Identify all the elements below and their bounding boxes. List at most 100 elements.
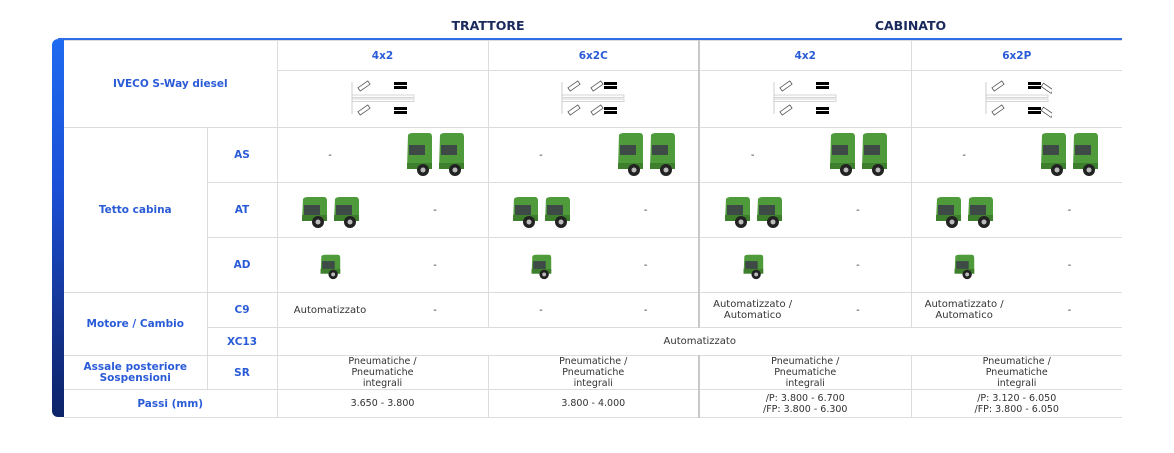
wheelbase-line: /FP: 3.800 - 6.050 — [974, 403, 1059, 415]
wheelbase-line: 3.650 - 3.800 — [350, 398, 415, 409]
spec-cell: - — [487, 237, 700, 293]
wheelbase-value: 3.800 - 4.000 — [487, 389, 700, 418]
axle-4x2-icon — [773, 79, 837, 116]
spec-cell: -- — [487, 292, 700, 328]
suspension-value: Pneumatiche / Pneumatiche integrali — [487, 355, 700, 390]
axle-code: SR — [206, 355, 278, 390]
suspension-value: Pneumatiche / Pneumatiche integrali — [698, 355, 912, 390]
axle-4x2-icon — [351, 79, 414, 116]
spec-cell: - — [487, 127, 700, 183]
config-header: 4x2 — [698, 40, 912, 71]
cab-images — [912, 191, 1017, 229]
wheelbase-value: /P: 3.120 - 6.050/FP: 3.800 - 6.050 — [910, 389, 1122, 418]
suspension-value: Pneumatiche / Pneumatiche integrali — [910, 355, 1122, 390]
cell-value: Automatizzato / Automatico — [713, 299, 793, 321]
truck-cab-icon — [439, 133, 464, 176]
spec-cell: - — [698, 182, 912, 238]
cell-value: - — [539, 304, 543, 316]
cab-images — [700, 246, 805, 284]
roof-row-ad: AD - - - - — [64, 237, 1122, 293]
spec-cell: - — [276, 182, 489, 238]
cell-value: - — [433, 259, 437, 271]
cab-images — [278, 191, 383, 229]
cell-value: - — [856, 259, 860, 271]
cab-images — [912, 246, 1017, 284]
group-cabinato: CABINATO — [874, 18, 947, 33]
cell-value: - — [750, 149, 755, 161]
cell-value: - — [643, 259, 648, 271]
cell-value: - — [328, 149, 332, 161]
model-name: IVECO S-Way diesel — [64, 40, 278, 128]
cell-value: - — [856, 204, 860, 216]
truck-cab-icon — [829, 133, 855, 176]
axle-diagram-cell — [276, 70, 489, 128]
cell-value: - — [962, 149, 966, 161]
truck-cab-icon — [1073, 133, 1099, 176]
truck-cab-icon — [954, 254, 975, 280]
engine-label: Motore / Cambio — [64, 292, 208, 356]
truck-cab-icon — [531, 254, 552, 280]
axle-diagram-cell — [910, 70, 1122, 128]
cab-images — [278, 246, 383, 284]
wheelbase-value: /P: 3.800 - 6.700/FP: 3.800 - 6.300 — [698, 389, 912, 418]
truck-cab-icon — [407, 133, 432, 176]
spec-cell: - — [910, 237, 1122, 293]
roof-code: AS — [206, 127, 278, 183]
top-divider — [58, 38, 1122, 40]
spec-table: IVECO S-Way diesel 4x2 6x2C 4x2 6x2P Tet… — [64, 40, 1122, 418]
truck-cab-icon — [617, 133, 643, 176]
spec-cell: - — [487, 182, 700, 238]
wheelbase-line: /P: 3.800 - 6.700 — [765, 392, 845, 404]
wheelbase-line: 3.800 - 4.000 — [561, 398, 626, 409]
wheelbase-row: Passi (mm) 3.650 - 3.800 3.800 - 4.000/P: … — [64, 389, 1122, 418]
roof-label: Tetto cabina — [64, 127, 208, 293]
truck-cab-icon — [544, 197, 570, 228]
cab-images — [805, 133, 910, 177]
truck-cab-icon — [1041, 133, 1067, 176]
cell-value: - — [643, 204, 648, 216]
group-trattore: TRATTORE — [451, 18, 525, 33]
wheelbase-value: 3.650 - 3.800 — [276, 389, 489, 418]
engine-code: XC13 — [206, 327, 278, 356]
cell-value: - — [433, 304, 437, 316]
truck-cab-icon — [968, 197, 994, 228]
truck-cab-icon — [649, 133, 675, 176]
cab-images — [489, 191, 594, 229]
truck-cab-icon — [512, 197, 538, 228]
cell-value: Automatizzato / Automatico — [924, 299, 1004, 321]
cell-value: - — [433, 204, 437, 216]
left-accent-bar — [52, 39, 64, 417]
truck-cab-icon — [936, 197, 962, 228]
config-header: 6x2P — [910, 40, 1122, 71]
spec-cell: Automatizzato - — [276, 292, 489, 328]
cell-value: Automatizzato — [293, 304, 367, 316]
truck-cab-icon — [743, 254, 763, 280]
cab-images — [700, 191, 805, 229]
wheelbase-line: /FP: 3.800 - 6.300 — [763, 403, 848, 415]
truck-cab-icon — [302, 197, 327, 228]
wheelbase-label: Passi (mm) — [64, 389, 278, 418]
cell-value: - — [1067, 259, 1072, 271]
cab-images — [593, 133, 698, 177]
roof-code: AD — [206, 237, 278, 293]
spec-cell: Automatizzato / Automatico- — [698, 292, 912, 328]
axle-label: Assale posteriore Sospensioni — [64, 355, 208, 390]
spec-cell: - — [910, 127, 1122, 183]
truck-cab-icon — [861, 133, 887, 176]
roof-code: AT — [206, 182, 278, 238]
config-header: 6x2C — [487, 40, 700, 71]
truck-cab-icon — [334, 197, 359, 228]
cab-images — [1017, 133, 1122, 177]
cell-value: - — [643, 304, 648, 316]
xc13-value: Automatizzato — [276, 327, 1122, 356]
config-row: IVECO S-Way diesel 4x2 6x2C 4x2 6x2P — [64, 40, 1122, 128]
cell-value: - — [1067, 304, 1072, 316]
axle-diagram-row — [64, 70, 1122, 128]
axle-6x2p-icon — [985, 79, 1054, 118]
truck-cab-icon — [756, 197, 782, 228]
engine-code: C9 — [206, 292, 278, 328]
